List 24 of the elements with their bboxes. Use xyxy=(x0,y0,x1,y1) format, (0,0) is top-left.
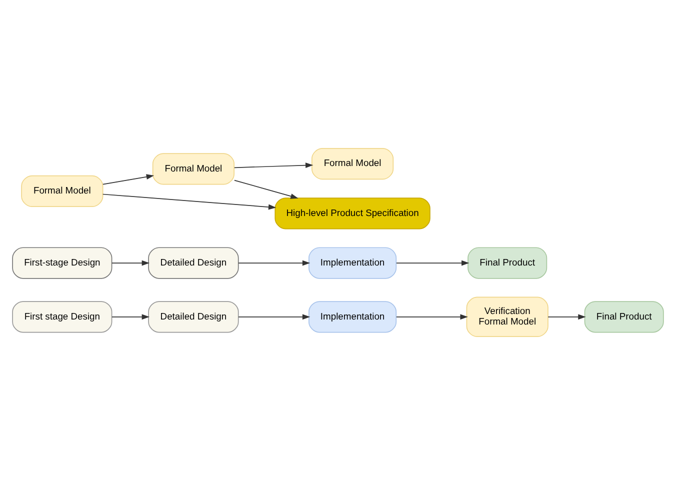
arrow xyxy=(112,260,150,266)
arrow xyxy=(234,162,314,168)
node-box: Final Product xyxy=(468,247,548,279)
node-box: Detailed Design xyxy=(148,247,239,279)
arrow xyxy=(548,314,586,320)
arrow xyxy=(238,314,310,320)
arrow xyxy=(102,194,276,210)
node-box: Detailed Design xyxy=(148,301,239,333)
node-box: Final Product xyxy=(584,301,664,333)
node-box: Implementation xyxy=(308,247,397,279)
arrow xyxy=(112,314,150,320)
arrow xyxy=(396,314,468,320)
node-box: First stage Design xyxy=(12,301,112,333)
arrow xyxy=(102,174,154,185)
node-box: Formal Model xyxy=(21,175,104,207)
node-box: First-stage Design xyxy=(12,247,112,279)
node-box: Verification Formal Model xyxy=(466,296,548,337)
node-box: Formal Model xyxy=(311,148,394,180)
node-box: High-level Product Specification xyxy=(274,198,430,230)
arrow xyxy=(238,260,310,266)
node-box: Implementation xyxy=(308,301,397,333)
arrow xyxy=(396,260,470,266)
node-box: Formal Model xyxy=(152,153,235,185)
arrow xyxy=(234,180,298,199)
